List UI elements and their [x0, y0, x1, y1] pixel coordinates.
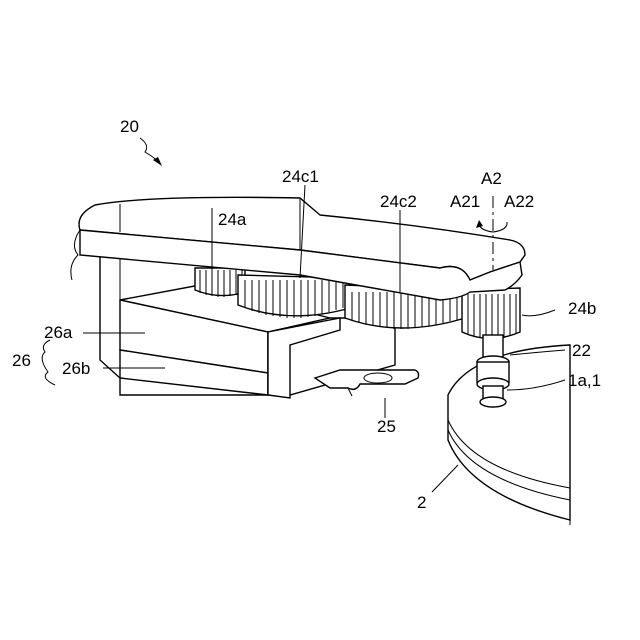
label-24b: 24b — [568, 299, 596, 318]
clip-25 — [315, 370, 419, 396]
label-22: 22 — [572, 341, 591, 360]
label-26a: 26a — [44, 323, 73, 342]
label-a2: A2 — [481, 169, 502, 188]
label-25: 25 — [377, 417, 396, 436]
label-a21: A21 — [450, 192, 480, 211]
label-26: 26 — [12, 351, 31, 370]
label-2: 2 — [417, 493, 426, 512]
label-20: 20 — [120, 117, 139, 136]
label-24c2: 24c2 — [380, 192, 417, 211]
label-1a1: 1a,1 — [568, 371, 601, 390]
label-a22: A22 — [504, 192, 534, 211]
label-26b: 26b — [62, 359, 90, 378]
label-24c1: 24c1 — [282, 167, 319, 186]
label-24a: 24a — [218, 210, 247, 229]
